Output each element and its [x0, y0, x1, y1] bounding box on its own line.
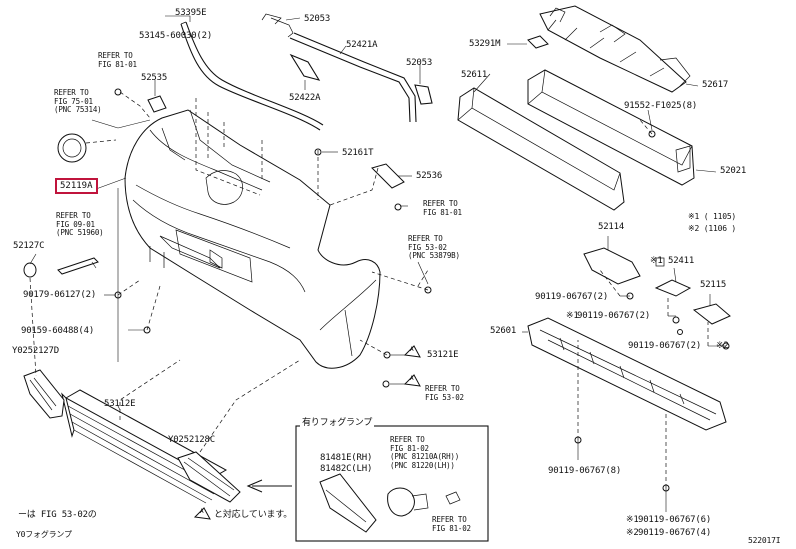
label-90119-d: 90119-06767(8)	[548, 466, 622, 476]
label-90119-a: 90119-06767(2)	[535, 292, 609, 302]
label-52617: 52617	[702, 80, 729, 90]
label-53291m: 53291M	[469, 39, 501, 49]
label-52421a: 52421A	[346, 40, 378, 50]
molding-51960-drawing	[57, 257, 99, 275]
bracket-52115-drawing	[692, 303, 731, 325]
reinforcement-52021-drawing	[527, 69, 695, 186]
fasteners-drawing	[114, 88, 730, 492]
label-52161t: 52161T	[342, 148, 374, 158]
label-52053-top: 52053	[304, 14, 331, 24]
refer-fig-53-02-pnc[interactable]: REFER TO FIG 53-02 (PNC 53879B)	[408, 234, 460, 260]
label-corner-b: ※2 (1106 )	[688, 224, 737, 233]
label-52411: 52411	[668, 256, 695, 266]
label-91552: 91552-F1025(8)	[624, 101, 698, 111]
leader-lines	[29, 15, 726, 512]
marker-a-3: A	[200, 508, 204, 515]
bracket-52422a-drawing	[289, 53, 321, 81]
label-52115: 52115	[700, 280, 727, 290]
lower-absorber-52601-drawing	[527, 317, 727, 431]
fog-parts-drawing	[319, 473, 461, 533]
figure-number: 522017I	[748, 536, 781, 545]
label-81482c: 81482C(LH)	[320, 464, 373, 474]
label-90119-f: 90119-06767(4)	[638, 528, 712, 538]
refer-fig-53-02[interactable]: REFER TO FIG 53-02	[425, 384, 464, 402]
plug-52127c-drawing	[23, 262, 37, 278]
cover-y0252128c-drawing	[177, 451, 241, 503]
label-star2-90119-c: ※2	[716, 341, 729, 351]
bracket-52114-drawing	[583, 247, 641, 285]
label-52114: 52114	[598, 222, 625, 232]
bottom-caption: Y0フォグランプ	[16, 530, 72, 539]
fog-box-title: 有りフォグランプ	[300, 418, 375, 428]
label-53395e: 53395E	[175, 8, 207, 18]
label-52021: 52021	[720, 166, 747, 176]
label-53145: 53145-60030(2)	[139, 31, 213, 41]
label-52601: 52601	[490, 326, 517, 336]
label-star2-90119-f: ※2	[626, 528, 639, 538]
label-52053-right: 52053	[406, 58, 433, 68]
label-90159: 90159-60488(4)	[21, 326, 95, 336]
label-52611: 52611	[461, 70, 488, 80]
label-star1-52411: ※1	[650, 256, 663, 266]
label-star1-90119-e: ※1	[626, 515, 639, 525]
label-90119-e: 90119-06767(6)	[638, 515, 712, 525]
marker-box	[655, 257, 665, 267]
absorber-52611-drawing	[457, 87, 625, 211]
refer-fig-81-02-pnc[interactable]: REFER TO FIG 81-02 (PNC 81210A(RH)) (PNC…	[390, 435, 460, 470]
label-52119a-highlighted[interactable]: 52119A	[55, 178, 98, 194]
label-81481e: 81481E(RH)	[320, 453, 373, 463]
label-52127c: 52127C	[13, 241, 45, 251]
label-star1-90119-b: ※1	[566, 311, 579, 321]
bracket-52535-drawing	[147, 95, 167, 113]
label-y0252127d: Y0252127D	[12, 346, 59, 356]
label-y0252128c: Y0252128C	[168, 435, 215, 445]
arrow-to-fog-box	[246, 479, 292, 493]
label-90119-b: 90119-06767(2)	[577, 311, 651, 321]
label-53121e: 53121E	[427, 350, 459, 360]
marker-a-1: A	[410, 346, 414, 353]
a-markers-drawing	[193, 345, 421, 520]
bumper-cover-52119a-drawing	[124, 109, 381, 369]
label-90119-c: 90119-06767(2)	[628, 341, 702, 351]
fog-box-frame	[295, 425, 489, 542]
label-52422a: 52422A	[289, 93, 321, 103]
label-52535: 52535	[141, 73, 168, 83]
bracket-52411-drawing	[654, 279, 692, 297]
molding-53395e-drawing	[180, 21, 324, 131]
marker-a-2: A	[410, 375, 414, 382]
refer-fig-81-01-top[interactable]: REFER TO FIG 81-01	[98, 51, 137, 69]
bracket-52536-drawing	[371, 163, 405, 189]
rail-52421a-drawing	[261, 13, 417, 123]
label-corner-a: ※1 ( 1105)	[688, 212, 737, 221]
footer-note-right: と対応しています。	[214, 510, 293, 520]
footer-note-left: ーは FIG 53-02の	[18, 510, 97, 520]
refer-fig-81-01-right[interactable]: REFER TO FIG 81-01	[423, 199, 462, 217]
emblem-inner-drawing	[62, 138, 82, 158]
label-52536: 52536	[416, 171, 443, 181]
label-90179: 90179-06127(2)	[23, 290, 97, 300]
clip-52053-drawing	[414, 84, 433, 105]
assembly-guides	[29, 91, 709, 488]
refer-fig-75-01[interactable]: REFER TO FIG 75-01 (PNC 75314)	[54, 88, 102, 114]
grille-y0252127d-drawing	[23, 369, 65, 419]
refer-fig-09-01[interactable]: REFER TO FIG 09-01 (PNC 51960)	[56, 211, 104, 237]
upper-support-53291m-drawing	[527, 5, 691, 93]
emblem-drawing	[57, 133, 87, 163]
label-53112e: 53112E	[104, 399, 136, 409]
refer-fig-81-02[interactable]: REFER TO FIG 81-02	[432, 515, 471, 533]
